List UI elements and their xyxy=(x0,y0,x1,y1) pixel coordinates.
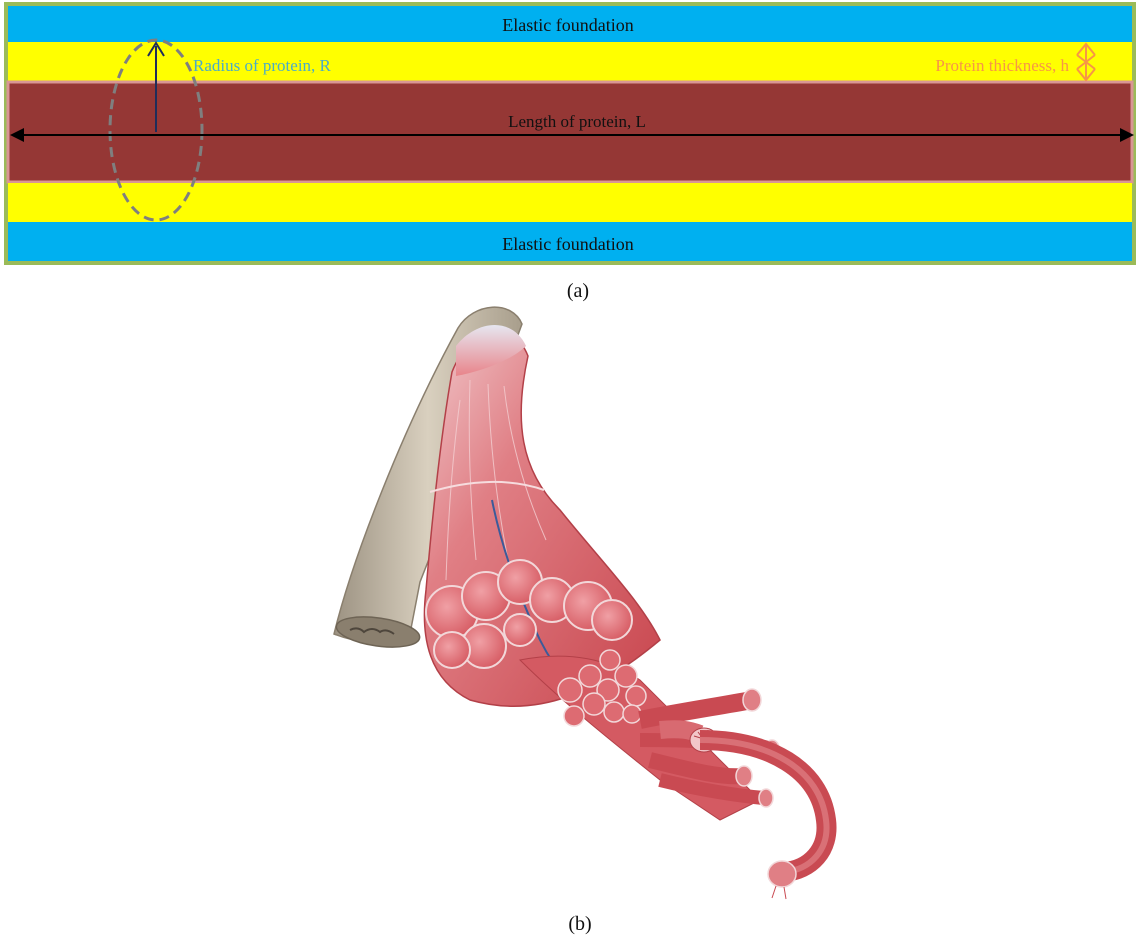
protein-core xyxy=(8,82,1132,182)
bottom-protein-layer xyxy=(8,183,1132,222)
muscle-fibers xyxy=(640,689,827,899)
caption-a: (a) xyxy=(548,280,608,303)
radius-label: Radius of protein, R xyxy=(193,56,332,75)
bottom-foundation-label: Elastic foundation xyxy=(502,234,633,254)
top-foundation-label: Elastic foundation xyxy=(502,15,633,35)
length-label: Length of protein, L xyxy=(508,112,646,131)
muscle-illustration xyxy=(334,307,827,899)
layer-diagram: Elastic foundation Elastic foundation Ra… xyxy=(6,4,1134,263)
caption-b: (b) xyxy=(550,913,610,936)
thickness-label: Protein thickness, h xyxy=(935,56,1069,75)
